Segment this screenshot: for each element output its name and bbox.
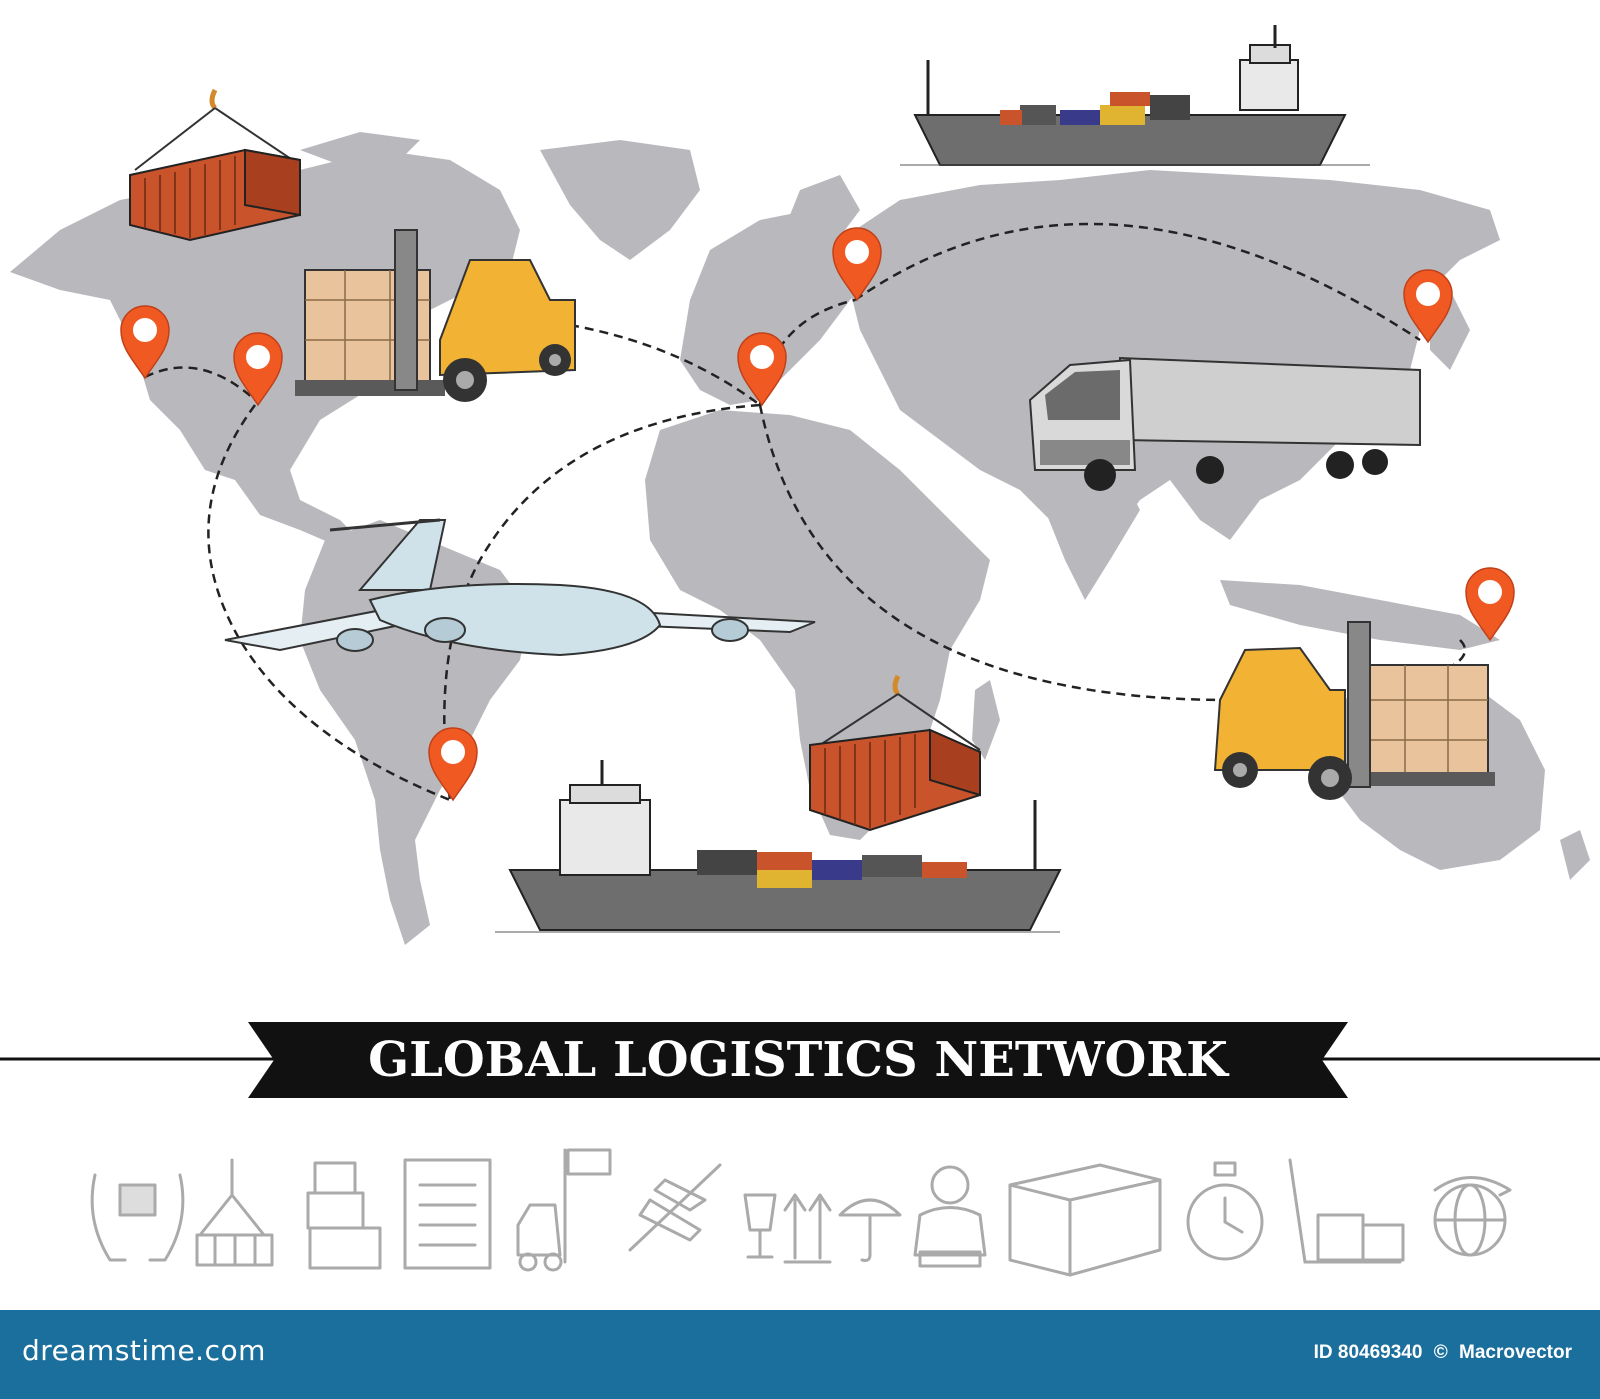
- parcel-stack-icon: [306, 1161, 382, 1270]
- hanging-container: [129, 88, 301, 242]
- checklist-icon: [403, 1158, 492, 1270]
- route-7: [758, 404, 1231, 702]
- india: [1045, 470, 1140, 600]
- keep-dry-umbrella-icon: [838, 1198, 902, 1262]
- route-3: [569, 323, 761, 407]
- world-map: [10, 132, 1590, 945]
- hand-truck-icon: [1288, 1158, 1405, 1264]
- airplane-icon: [628, 1163, 722, 1252]
- footer-credit: ID 80469340 © Macrovector: [1308, 1342, 1572, 1364]
- logistics-scene: GLOBAL LOGISTICS NETWORK: [0, 25, 1600, 1277]
- europe: [680, 210, 880, 405]
- scandinavia: [780, 175, 860, 260]
- arctic-islands: [300, 132, 420, 165]
- crane-container-icon: [195, 1158, 274, 1267]
- footer-bar: dreamstime.com ID 80469340 © Macrovector: [0, 1310, 1600, 1399]
- madagascar: [972, 680, 1000, 760]
- new-zealand: [1560, 830, 1590, 880]
- title-banner: GLOBAL LOGISTICS NETWORK: [0, 1022, 1600, 1098]
- globe-delivery-icon: [1433, 1176, 1512, 1257]
- boxes-pallet-icon: [1008, 1163, 1162, 1277]
- cargo-ship-top: [900, 25, 1370, 166]
- route-2: [207, 404, 451, 802]
- cargo-plane: [224, 518, 816, 657]
- route-5: [854, 222, 1421, 342]
- routes: [144, 222, 1467, 802]
- forklift-right: [1213, 621, 1495, 800]
- this-side-up-icon: [783, 1193, 832, 1264]
- indonesia: [1220, 580, 1500, 650]
- greenland: [540, 140, 700, 260]
- fragile-glass-icon: [743, 1193, 777, 1259]
- forklift-with-boxes: [295, 229, 576, 402]
- forklift-icon: [516, 1148, 612, 1272]
- banner-title: GLOBAL LOGISTICS NETWORK: [368, 1032, 1230, 1088]
- icon-row: [90, 1148, 1512, 1277]
- hands-box-icon: [90, 1173, 185, 1262]
- route-8: [1419, 639, 1467, 682]
- hanging-container-center: [809, 674, 981, 832]
- author-name: Macrovector: [1459, 1342, 1572, 1363]
- image-id: ID 80469340: [1313, 1342, 1423, 1363]
- footer-brand: dreamstime.com: [22, 1334, 266, 1367]
- cargo-ship-bottom: [495, 760, 1062, 933]
- truck: [1028, 356, 1421, 491]
- copyright-symbol: ©: [1433, 1342, 1448, 1363]
- operator-headset-icon: [913, 1165, 987, 1268]
- route-6: [443, 403, 761, 801]
- stopwatch-icon: [1186, 1161, 1264, 1261]
